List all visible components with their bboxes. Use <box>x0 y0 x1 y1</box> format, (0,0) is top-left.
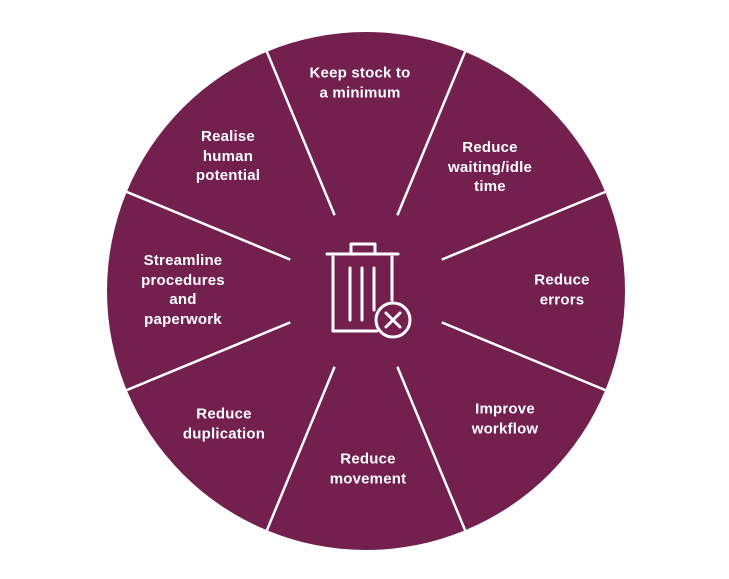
segment-label-streamline: Streamline procedures and paperwork <box>141 252 225 328</box>
segment-label-improve-workflow: Improve workflow <box>471 400 539 438</box>
segment-divider <box>441 189 609 261</box>
segment-label-reduce-errors: Reduce errors <box>534 271 590 309</box>
segment-divider <box>264 48 336 216</box>
segment-divider <box>123 321 291 393</box>
segment-divider <box>441 321 609 393</box>
segment-label-reduce-movement: Reduce movement <box>329 450 407 488</box>
segment-divider <box>396 366 468 534</box>
segment-label-reduce-waiting: Reduce waiting/idle time <box>447 138 533 195</box>
segment-divider <box>396 48 468 216</box>
segment-label-keep-stock: Keep stock to a minimum <box>309 64 411 102</box>
segment-label-realise-potential: Realise human potential <box>195 127 261 184</box>
segment-divider <box>264 366 336 534</box>
wheel-background <box>107 32 625 550</box>
segment-label-reduce-duplication: Reduce duplication <box>182 405 266 443</box>
segment-divider <box>123 189 291 261</box>
trash-with-x-icon <box>325 242 412 339</box>
